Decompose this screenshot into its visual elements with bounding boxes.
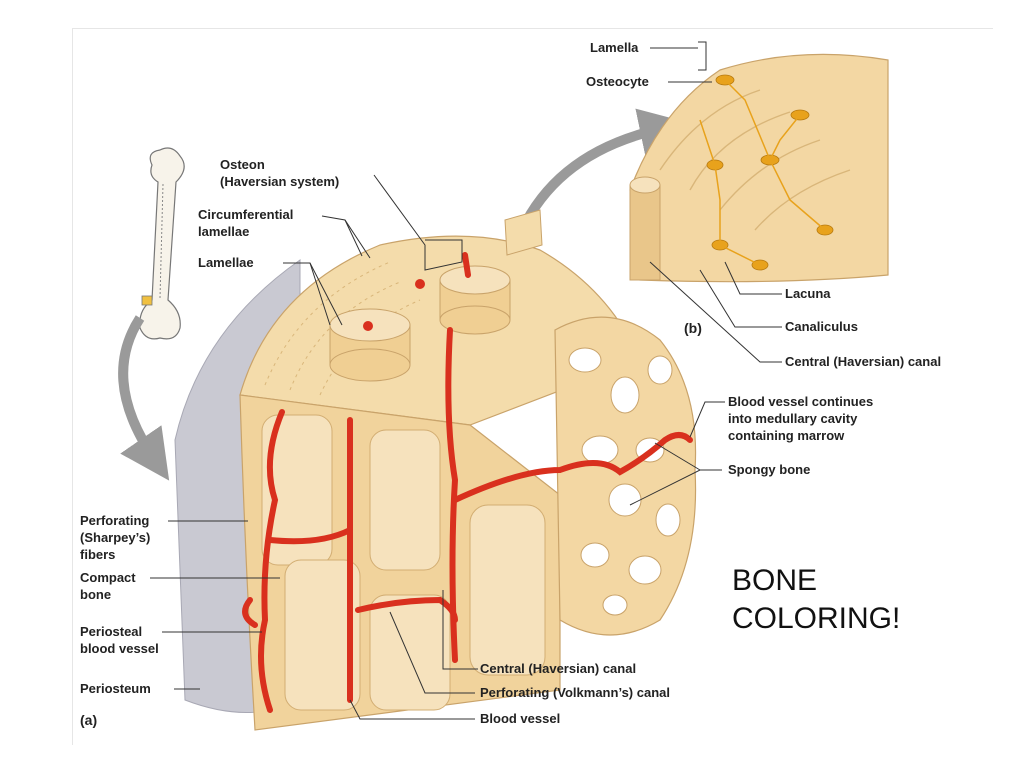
- label-periosteal: Periosteal: [80, 624, 143, 639]
- raised-osteons: [329, 265, 511, 382]
- label-periosteum: Periosteum: [80, 681, 151, 696]
- label-volkmann-canal: Perforating (Volkmann’s) canal: [480, 685, 670, 700]
- bone-top-surface: [239, 235, 641, 426]
- osteon-detail: [629, 53, 889, 283]
- label-haversian-system: (Haversian system): [220, 174, 340, 189]
- label-circumferential: Circumferential: [198, 207, 294, 222]
- leader-lines: [150, 41, 782, 720]
- label-medullary-cavity: into medullary cavity: [728, 411, 858, 426]
- slide-caption: BONE COLORING!: [732, 562, 900, 638]
- label-blood-vessel-continues: Blood vessel continues: [728, 394, 874, 409]
- caption-line-2: COLORING!: [732, 602, 901, 635]
- blood-vessels: [242, 252, 693, 713]
- bone-wedge-small: [504, 209, 543, 256]
- label-perforating: Perforating: [80, 513, 150, 528]
- label-osteon: Osteon: [220, 157, 265, 172]
- label-blood-vessel: Blood vessel: [480, 711, 561, 726]
- label-spongy-bone: Spongy bone: [728, 462, 811, 477]
- long-bone-icon: [139, 147, 185, 340]
- left-arrow-icon: [118, 315, 170, 481]
- label-fibers: fibers: [80, 547, 116, 562]
- label-containing-marrow: containing marrow: [728, 428, 845, 443]
- label-periosteal-blood-vessel: blood vessel: [80, 641, 159, 656]
- bone-section-marker: [141, 295, 153, 306]
- label-compact: Compact: [80, 570, 136, 585]
- label-sharpeys: (Sharpey’s): [80, 530, 151, 545]
- panel-b-tag: (b): [684, 320, 702, 336]
- label-circumferential-lamellae: lamellae: [198, 224, 250, 239]
- osteon-columns: [261, 414, 546, 711]
- caption-line-1: BONE: [732, 564, 818, 597]
- spongy-bone: [554, 316, 697, 636]
- label-lamella: Lamella: [590, 40, 639, 55]
- label-compact-bone: bone: [80, 587, 112, 602]
- label-canaliculus: Canaliculus: [785, 319, 858, 334]
- panel-a-tag: (a): [80, 712, 98, 728]
- label-central-canal-a: Central (Haversian) canal: [480, 661, 637, 676]
- label-lacuna: Lacuna: [785, 286, 831, 301]
- label-central-canal-b: Central (Haversian) canal: [785, 354, 942, 369]
- label-osteocyte: Osteocyte: [586, 74, 649, 89]
- label-lamellae: Lamellae: [198, 255, 254, 270]
